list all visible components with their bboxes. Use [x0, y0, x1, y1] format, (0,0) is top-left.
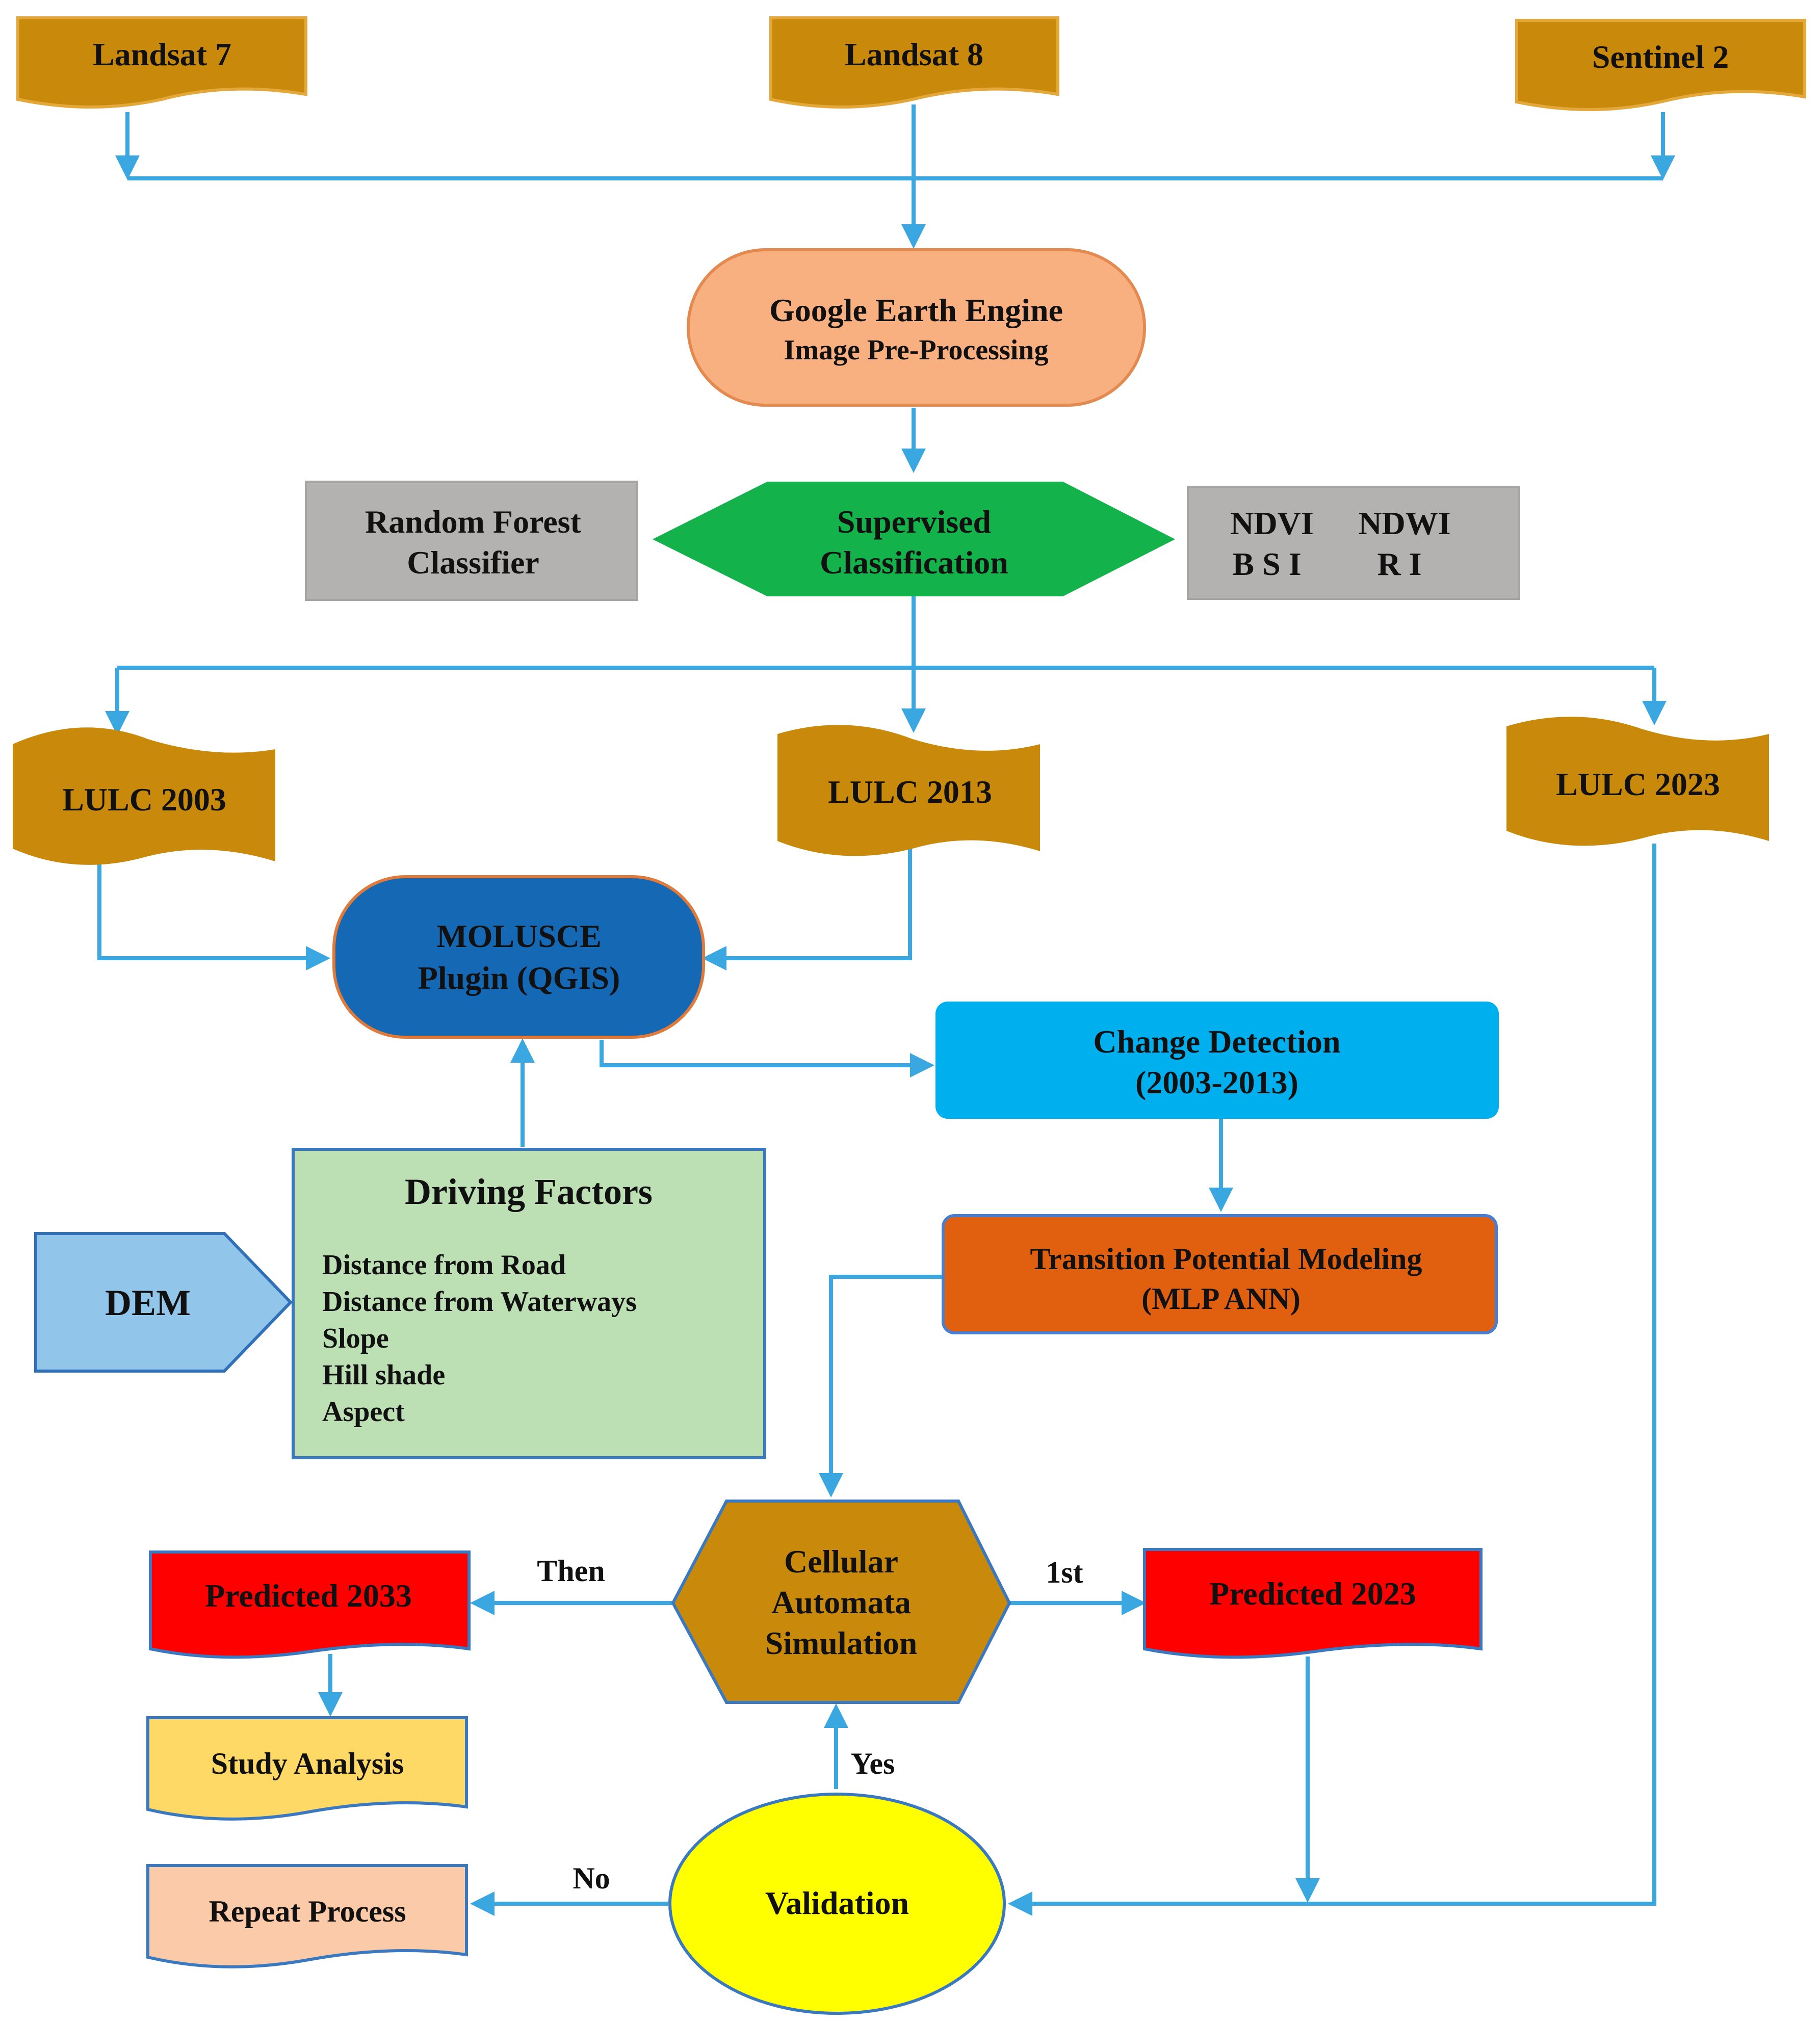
- driving-factors-shape: [292, 1148, 766, 1459]
- change-detection-label-line2: (2003-2013): [1135, 1064, 1298, 1100]
- supervised-shape: [653, 482, 1175, 596]
- indices-shape: [1187, 486, 1520, 600]
- sentinel2-shape: [1515, 19, 1806, 111]
- random-forest-node: Random Forest Classifier: [305, 481, 638, 601]
- edge-label-yes: Yes: [851, 1747, 895, 1780]
- edge-lulc2013-to-molusce: [702, 844, 912, 970]
- gee-label-line1: Google Earth Engine: [769, 292, 1063, 328]
- transition-node: Transition Potential Modeling (MLP ANN): [942, 1214, 1498, 1334]
- gee-node: Google Earth Engine Image Pre-Processing: [687, 248, 1146, 407]
- edges: [97, 104, 1675, 1916]
- predicted2033-node: Predicted 2033: [149, 1550, 471, 1659]
- predicted2023-label: Predicted 2023: [1209, 1575, 1416, 1612]
- lulc2023-shape: [1506, 717, 1769, 846]
- validation-shape: [668, 1793, 1006, 2015]
- indices-bsi-label: B S I: [1232, 546, 1301, 582]
- supervised-node: Supervised Classification: [653, 482, 1175, 596]
- edge-molusce-to-change-detection: [600, 1040, 934, 1077]
- lulc2013-label: LULC 2013: [828, 774, 992, 810]
- lulc2023-node: LULC 2023: [1506, 717, 1769, 846]
- sentinel2-label: Sentinel 2: [1592, 39, 1729, 75]
- landsat7-shape: [16, 16, 307, 109]
- indices-ndwi-label: NDWI: [1358, 505, 1450, 541]
- indices-node: NDVI NDWI B S I R I: [1187, 486, 1520, 600]
- random-forest-label-line2: Classifier: [407, 544, 539, 581]
- predicted2033-shape: [149, 1550, 471, 1659]
- driving-factors-title: Driving Factors: [405, 1171, 653, 1212]
- landsat7-node: Landsat 7: [16, 16, 307, 109]
- transition-shape: [942, 1214, 1498, 1334]
- lulc2003-node: LULC 2003: [13, 727, 275, 865]
- transition-label-line2: (MLP ANN): [1141, 1282, 1301, 1316]
- change-detection-label-line1: Change Detection: [1093, 1023, 1340, 1060]
- gee-shape: [687, 248, 1146, 407]
- change-detection-shape: [935, 1002, 1499, 1119]
- edge-label-then: Then: [537, 1554, 605, 1588]
- dem-label: DEM: [105, 1282, 191, 1323]
- landsat8-node: Landsat 8: [769, 16, 1059, 109]
- supervised-label-line2: Classification: [820, 544, 1008, 581]
- landsat8-shape: [769, 16, 1059, 109]
- dem-shape: [34, 1232, 293, 1373]
- edge-lulc2003-to-molusce: [97, 851, 330, 970]
- driving-factors-item: Slope: [322, 1323, 389, 1354]
- edge-transition-to-cellular: [819, 1275, 943, 1497]
- indices-ri-label: R I: [1377, 546, 1421, 582]
- repeat-process-node: Repeat Process: [146, 1864, 468, 1968]
- edge-label-no: No: [573, 1861, 610, 1895]
- landsat8-label: Landsat 8: [845, 36, 983, 72]
- predicted2023-node: Predicted 2023: [1143, 1548, 1483, 1659]
- repeat-process-shape: [146, 1864, 468, 1968]
- driving-factors-item: Distance from Road: [322, 1249, 566, 1281]
- driving-factors-node: Driving Factors Distance from Road Dista…: [292, 1148, 766, 1459]
- edge-lulc2023-to-validation: [1008, 844, 1656, 1916]
- driving-factors-item: Aspect: [322, 1396, 405, 1428]
- edge-label-first: 1st: [1046, 1556, 1083, 1589]
- lulc2023-label: LULC 2023: [1556, 766, 1720, 802]
- study-analysis-node: Study Analysis: [146, 1716, 468, 1821]
- lulc2013-shape: [777, 725, 1040, 856]
- supervised-label-line1: Supervised: [837, 504, 991, 540]
- driving-factors-item: Distance from Waterways: [322, 1286, 637, 1318]
- molusce-label-line2: Plugin (QGIS): [418, 960, 620, 996]
- lulc2003-label: LULC 2003: [62, 781, 226, 818]
- molusce-node: MOLUSCE Plugin (QGIS): [332, 875, 705, 1039]
- lulc2003-shape: [13, 727, 275, 865]
- cellular-label-line1: Cellular: [784, 1543, 898, 1580]
- molusce-label-line1: MOLUSCE: [436, 918, 602, 954]
- molusce-shape: [332, 875, 705, 1039]
- predicted2023-shape: [1143, 1548, 1483, 1659]
- random-forest-shape: [305, 481, 638, 601]
- study-analysis-shape: [146, 1716, 468, 1821]
- edge-labels: Then 1st Yes No: [537, 1554, 1083, 1895]
- lulc2013-node: LULC 2013: [777, 725, 1040, 856]
- random-forest-label-line1: Random Forest: [365, 504, 581, 540]
- transition-label-line1: Transition Potential Modeling: [1030, 1242, 1422, 1276]
- repeat-process-label: Repeat Process: [209, 1895, 406, 1928]
- landsat7-label: Landsat 7: [93, 36, 231, 72]
- cellular-node: Cellular Automata Simulation: [671, 1500, 1011, 1704]
- validation-node: Validation: [668, 1793, 1006, 2015]
- predicted2033-label: Predicted 2033: [205, 1578, 412, 1614]
- change-detection-node: Change Detection (2003-2013): [935, 1002, 1499, 1119]
- sentinel2-node: Sentinel 2: [1515, 19, 1806, 111]
- study-analysis-label: Study Analysis: [211, 1747, 404, 1780]
- indices-ndvi-label: NDVI: [1230, 505, 1314, 541]
- gee-label-line2: Image Pre-Processing: [784, 334, 1049, 366]
- validation-label: Validation: [765, 1885, 909, 1921]
- cellular-label-line2: Automata: [771, 1584, 911, 1620]
- driving-factors-item: Hill shade: [322, 1359, 445, 1391]
- cellular-label-line3: Simulation: [765, 1625, 918, 1661]
- cellular-shape: [671, 1500, 1011, 1704]
- dem-node: DEM: [34, 1232, 293, 1373]
